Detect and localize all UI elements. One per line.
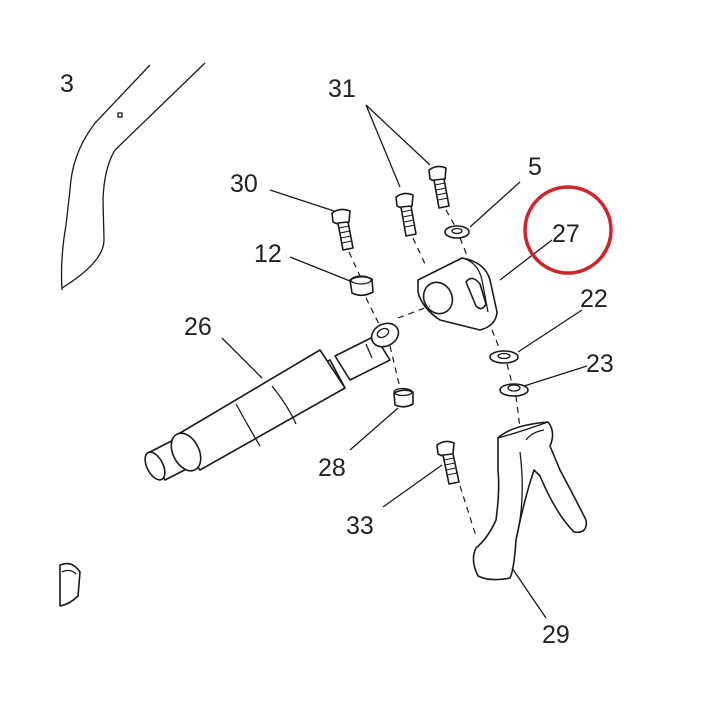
callout-27: 27 [552,220,580,248]
part-31-bolt-right [428,165,450,209]
callout-30: 30 [230,170,258,198]
part-28-nut [393,387,414,408]
part-3-fragment [59,562,81,607]
callout-31: 31 [328,75,356,103]
leader-lines [221,104,588,619]
callout-29: 29 [542,621,570,649]
part-31-bolt-left [395,192,417,237]
callout-26: 26 [184,313,212,341]
part-22-washer [489,350,519,364]
callout-labels: 3 31 5 30 27 12 22 26 23 28 33 29 [60,70,614,649]
callout-23: 23 [586,350,614,378]
part-5-washer [444,225,470,239]
part-27-clamp [417,257,498,331]
callout-5: 5 [528,153,542,181]
callout-28: 28 [318,454,346,482]
callout-27-highlight-circle [523,185,613,275]
callout-22: 22 [580,285,608,313]
part-33-bolt [436,440,460,485]
assembly-lines [348,209,521,537]
part-23-washer [499,383,529,397]
callout-12: 12 [254,240,282,268]
part-12-nut [349,275,374,297]
callout-3: 3 [60,70,74,98]
part-26-shaft [144,322,400,481]
part-29-arm [472,421,588,581]
part-30-bolt [331,208,354,251]
callout-33: 33 [346,512,374,540]
part-3-housing-outline [60,62,206,291]
